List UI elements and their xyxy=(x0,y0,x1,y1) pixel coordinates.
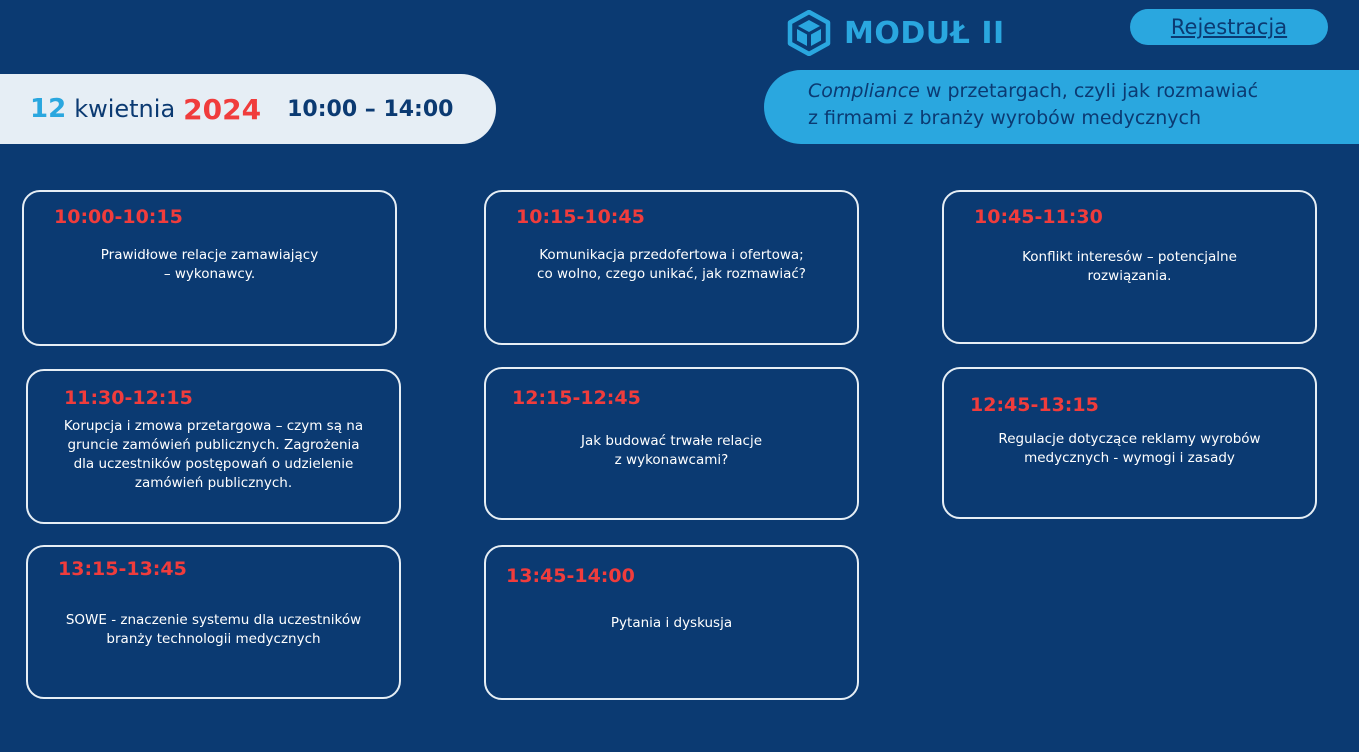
module-subtitle: Compliance w przetargach, czyli jak rozm… xyxy=(764,70,1359,144)
session-description-line: – wykonawcy. xyxy=(163,266,256,282)
session-card: 12:15-12:45 Jak budować trwałe relacje z… xyxy=(484,367,859,520)
session-description-line: Konflikt interesów – potencjalne xyxy=(1022,249,1237,265)
session-description-line: Komunikacja przedofertowa i ofertowa; xyxy=(539,247,804,263)
session-description-line: Regulacje dotyczące reklamy wyrobów xyxy=(998,431,1261,447)
session-description-line: zamówień publicznych. xyxy=(134,475,293,491)
module-title: MODUŁ II xyxy=(844,15,1005,51)
event-date-year: 2024 xyxy=(183,92,262,126)
session-description: SOWE - znaczenie systemu dla uczestników… xyxy=(28,611,399,649)
session-time: 12:45-13:15 xyxy=(970,394,1099,416)
session-description: Pytania i dyskusja xyxy=(486,614,857,633)
session-description: Komunikacja przedofertowa i ofertowa; co… xyxy=(486,246,857,284)
session-description-line: Korupcja i zmowa przetargowa – czym są n… xyxy=(63,418,364,434)
session-time: 13:15-13:45 xyxy=(58,558,187,580)
session-description-line: medycznych - wymogi i zasady xyxy=(1024,450,1235,466)
event-date-month: kwietnia xyxy=(74,95,176,123)
session-description-line: Pytania i dyskusja xyxy=(610,615,733,631)
session-description-line: rozwiązania. xyxy=(1087,268,1172,284)
session-description: Konflikt interesów – potencjalne rozwiąz… xyxy=(944,248,1315,286)
session-description-line: Prawidłowe relacje zamawiający xyxy=(100,247,319,263)
session-description-line: gruncie zamówień publicznych. Zagrożenia xyxy=(67,437,360,453)
session-card: 13:45-14:00 Pytania i dyskusja xyxy=(484,545,859,700)
session-description-line: dla uczestników postępowań o udzielenie xyxy=(73,456,354,472)
session-description-line: branży technologii medycznych xyxy=(106,631,321,647)
session-time: 11:30-12:15 xyxy=(64,387,193,409)
session-card: 10:15-10:45 Komunikacja przedofertowa i … xyxy=(484,190,859,345)
module-subtitle-italic: Compliance xyxy=(808,80,920,102)
cube-icon xyxy=(787,10,831,56)
session-description-line: Jak budować trwałe relacje xyxy=(581,433,762,449)
session-card: 11:30-12:15 Korupcja i zmowa przetargowa… xyxy=(26,369,401,524)
session-description: Korupcja i zmowa przetargowa – czym są n… xyxy=(28,417,399,493)
session-card: 13:15-13:45 SOWE - znaczenie systemu dla… xyxy=(26,545,401,699)
session-description-line: SOWE - znaczenie systemu dla uczestników xyxy=(65,612,362,628)
event-time-range: 10:00 – 14:00 xyxy=(287,96,454,122)
session-time: 10:45-11:30 xyxy=(974,206,1103,228)
session-card: 12:45-13:15 Regulacje dotyczące reklamy … xyxy=(942,367,1317,519)
module-subtitle-line-2: z firmami z branży wyrobów medycznych xyxy=(808,107,1202,129)
register-button[interactable]: Rejestracja xyxy=(1130,9,1328,45)
session-description: Prawidłowe relacje zamawiający – wykonaw… xyxy=(24,246,395,284)
event-date-banner: 12 kwietnia 2024 10:00 – 14:00 xyxy=(0,74,496,144)
session-description: Jak budować trwałe relacje z wykonawcami… xyxy=(486,432,857,470)
module-subtitle-line-1: Compliance w przetargach, czyli jak rozm… xyxy=(808,78,1359,105)
event-date-day: 12 xyxy=(30,94,67,124)
module-header: MODUŁ II xyxy=(786,10,1005,56)
session-description-line: z wykonawcami? xyxy=(614,452,729,468)
session-time: 12:15-12:45 xyxy=(512,387,641,409)
session-card: 10:00-10:15 Prawidłowe relacje zamawiają… xyxy=(22,190,397,346)
session-card: 10:45-11:30 Konflikt interesów – potencj… xyxy=(942,190,1317,344)
session-description-line: co wolno, czego unikać, jak rozmawiać? xyxy=(537,266,806,282)
module-subtitle-line-1-rest: w przetargach, czyli jak rozmawiać xyxy=(919,80,1259,102)
session-time: 13:45-14:00 xyxy=(506,565,635,587)
session-description: Regulacje dotyczące reklamy wyrobów medy… xyxy=(944,430,1315,468)
session-time: 10:00-10:15 xyxy=(54,206,183,228)
session-time: 10:15-10:45 xyxy=(516,206,645,228)
